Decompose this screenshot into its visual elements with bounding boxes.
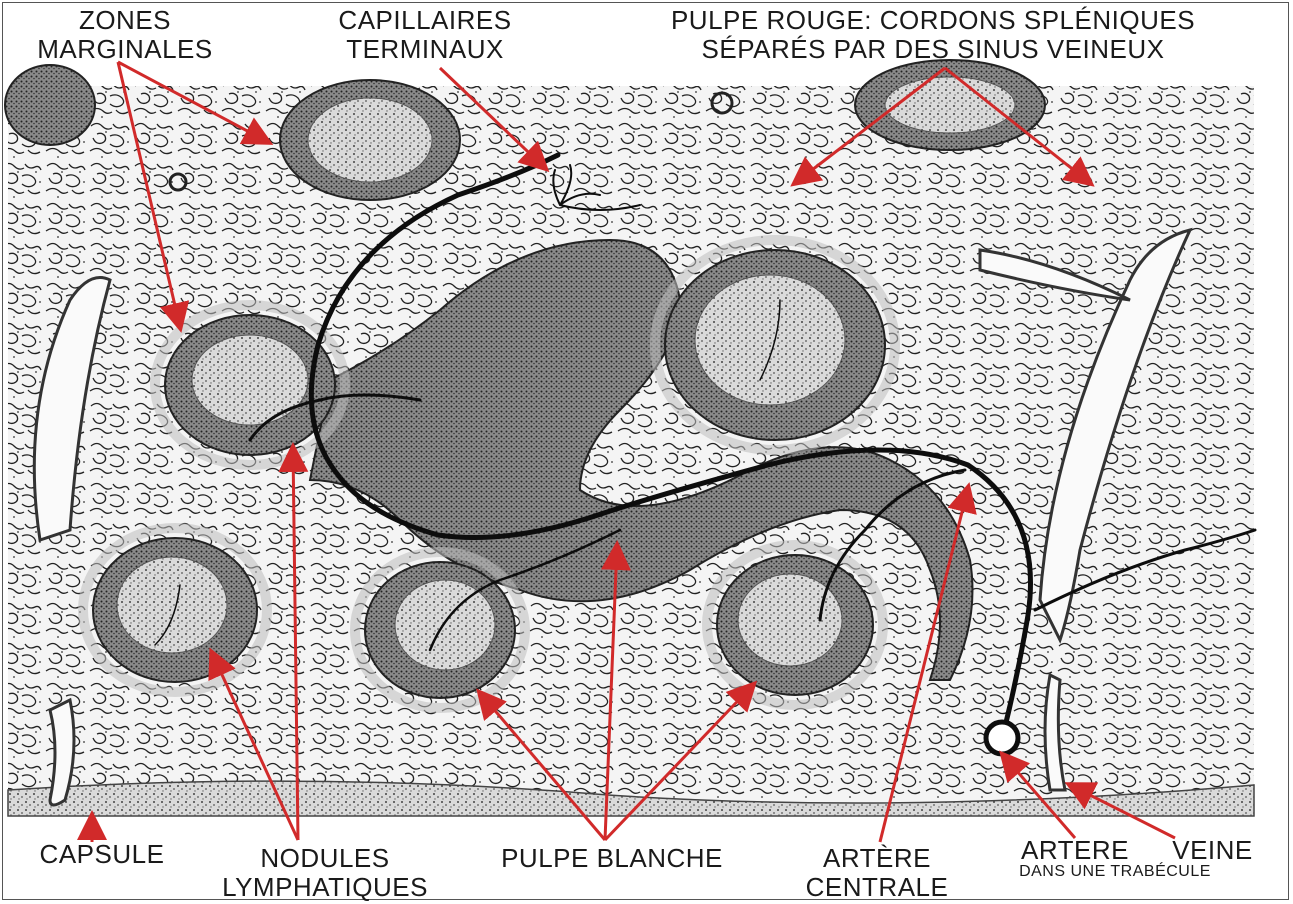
artery-in-trabecula <box>986 722 1018 754</box>
label-veine: VEINE <box>1150 836 1275 865</box>
label-pulpe-blanche: PULPE BLANCHE <box>462 844 762 873</box>
label-artere: ARTERE <box>1000 836 1150 865</box>
label-capsule: CAPSULE <box>12 840 192 869</box>
label-dans-une-trabecule: DANS UNE TRABÉCULE <box>970 863 1260 881</box>
